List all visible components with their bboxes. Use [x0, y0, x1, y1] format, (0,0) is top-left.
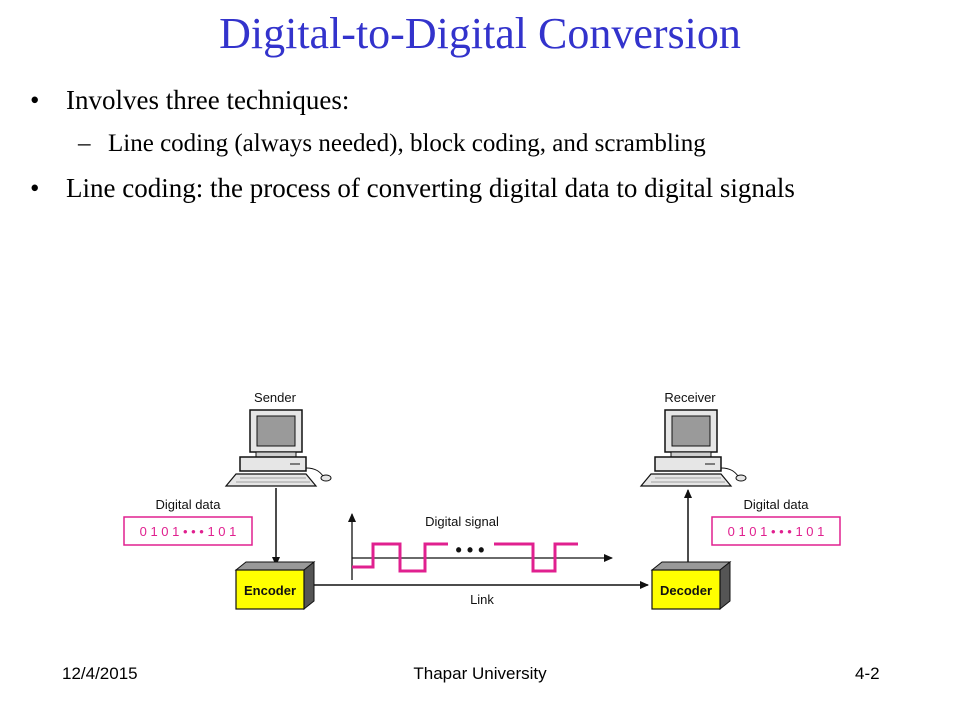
footer-date: 12/4/2015	[62, 664, 138, 683]
dash-icon: –	[78, 130, 91, 157]
footer-page-number: 4-2	[855, 664, 880, 683]
link-label: Link	[470, 592, 494, 607]
signal-waveform-right	[494, 542, 578, 573]
bullet-dot-icon: •	[30, 173, 40, 203]
receiver-label: Receiver	[664, 390, 716, 405]
sender-computer-icon	[224, 409, 332, 487]
digital-data-label-right: Digital data	[743, 497, 809, 512]
sender-label: Sender	[254, 390, 297, 405]
bullet-dot-icon: •	[30, 85, 40, 115]
bullet-item: • Line coding: the process of converting …	[30, 173, 795, 204]
digital-data-label-left: Digital data	[155, 497, 221, 512]
decoder-label: Decoder	[660, 583, 712, 598]
bullet-text: Line coding: the process of converting d…	[66, 173, 795, 203]
signal-ellipsis: • • •	[456, 540, 485, 560]
encoder-label: Encoder	[244, 583, 296, 598]
decoder-box	[650, 560, 732, 611]
receiver-computer-icon	[639, 409, 747, 487]
data-box-left	[123, 516, 253, 546]
data-bits-left: 0 1 0 1 • • • 1 0 1	[140, 524, 237, 539]
digital-signal-label: Digital signal	[425, 514, 499, 529]
encoder-box	[234, 560, 316, 611]
sub-bullet-item: –Line coding (always needed), block codi…	[78, 130, 706, 158]
data-bits-right: 0 1 0 1 • • • 1 0 1	[728, 524, 825, 539]
data-box-right	[711, 516, 841, 546]
bullet-text: Involves three techniques:	[66, 85, 350, 115]
slide-title: Digital-to-Digital Conversion	[219, 9, 741, 58]
footer-organization: Thapar University	[413, 664, 547, 683]
sub-bullet-text: Line coding (always needed), block codin…	[108, 130, 706, 157]
signal-waveform-left	[352, 542, 448, 573]
bullet-item: • Involves three techniques:	[30, 85, 349, 116]
